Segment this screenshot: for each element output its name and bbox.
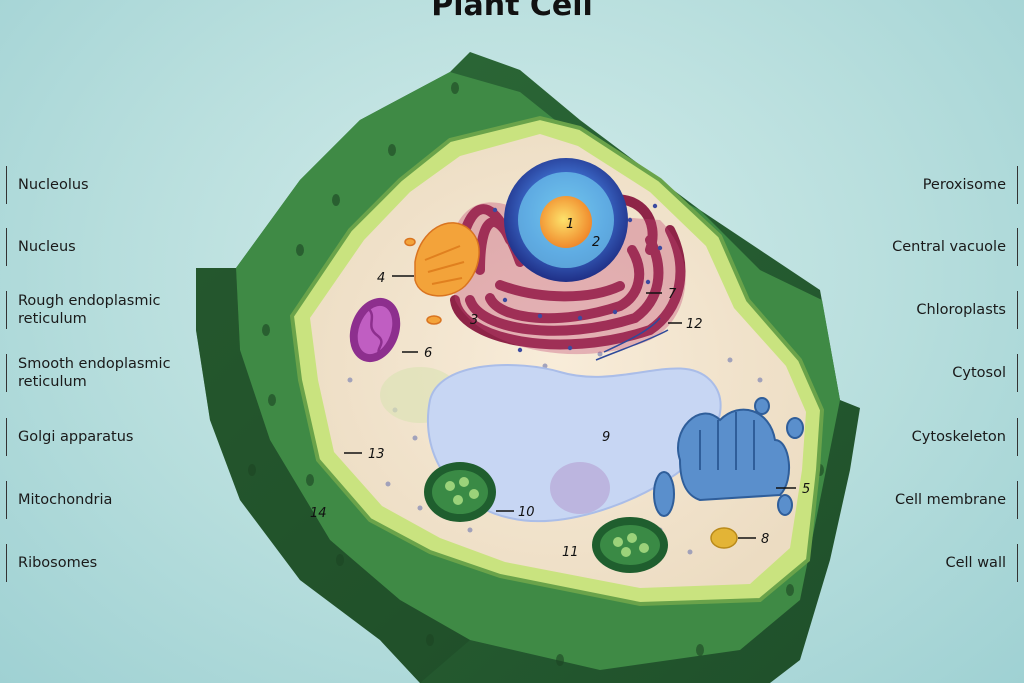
chloroplast-2 — [592, 517, 668, 573]
label-6: 6 — [424, 346, 432, 361]
label-1: 1 — [566, 217, 574, 232]
label-10: 10 — [518, 505, 535, 520]
legend-label: Cell membrane — [894, 492, 1006, 508]
label-11: 11 — [562, 545, 579, 560]
legend-label: Golgi apparatus — [18, 429, 134, 445]
golgi-apparatus — [653, 397, 804, 517]
legend-central-vacuole: Central vacuole — [806, 228, 1018, 266]
legend-smooth-er: Smooth endoplasmic reticulum — [6, 354, 188, 392]
legend-chloroplasts: Chloroplasts — [806, 291, 1018, 329]
golgi-orange — [404, 222, 480, 325]
label-13: 13 — [368, 447, 385, 462]
legend-label: Ribosomes — [18, 555, 98, 571]
nucleolus — [540, 196, 592, 248]
legend-label: Smooth endoplasmic reticulum — [18, 356, 171, 390]
diagram-title: Plant Cell — [431, 0, 593, 23]
legend-label: Cytoskeleton — [911, 429, 1006, 445]
legend-label: Nucleolus — [18, 177, 89, 193]
legend-label: Rough endoplasmic reticulum — [18, 293, 161, 327]
legend-ribosomes: Ribosomes — [6, 544, 218, 582]
label-2: 2 — [592, 235, 600, 250]
legend-cytoskeleton: Cytoskeleton — [806, 418, 1018, 456]
legend-nucleolus: Nucleolus — [6, 166, 218, 204]
label-14: 14 — [310, 506, 327, 521]
rough-er — [450, 194, 686, 350]
label-7: 7 — [668, 287, 677, 302]
legend-peroxisome: Peroxisome — [806, 166, 1018, 204]
legend-golgi: Golgi apparatus — [6, 418, 218, 456]
label-8: 8 — [761, 532, 769, 547]
legend-label: Mitochondria — [18, 492, 113, 508]
label-12: 12 — [686, 317, 703, 332]
label-5: 5 — [802, 482, 810, 497]
cytoskeleton — [595, 317, 669, 361]
label-4: 4 — [377, 271, 385, 286]
chloroplast-1 — [424, 462, 496, 522]
peroxisome — [710, 527, 738, 549]
legend-rough-er: Rough endoplasmic reticulum — [6, 291, 178, 329]
mitochondria — [349, 297, 401, 363]
legend-label: Central vacuole — [892, 239, 1006, 255]
legend-mitochondria: Mitochondria — [6, 481, 218, 519]
label-3: 3 — [470, 313, 478, 328]
legend-nucleus: Nucleus — [6, 228, 218, 266]
legend-label: Peroxisome — [922, 177, 1006, 193]
legend-cytosol: Cytosol — [806, 354, 1018, 392]
legend-label: Chloroplasts — [916, 302, 1006, 318]
legend-cell-wall: Cell wall — [806, 544, 1018, 582]
legend-label: Cell wall — [945, 555, 1006, 571]
legend-cell-membrane: Cell membrane — [806, 481, 1018, 519]
legend-label: Cytosol — [952, 365, 1006, 381]
legend-label: Nucleus — [18, 239, 76, 255]
label-9: 9 — [602, 430, 610, 445]
